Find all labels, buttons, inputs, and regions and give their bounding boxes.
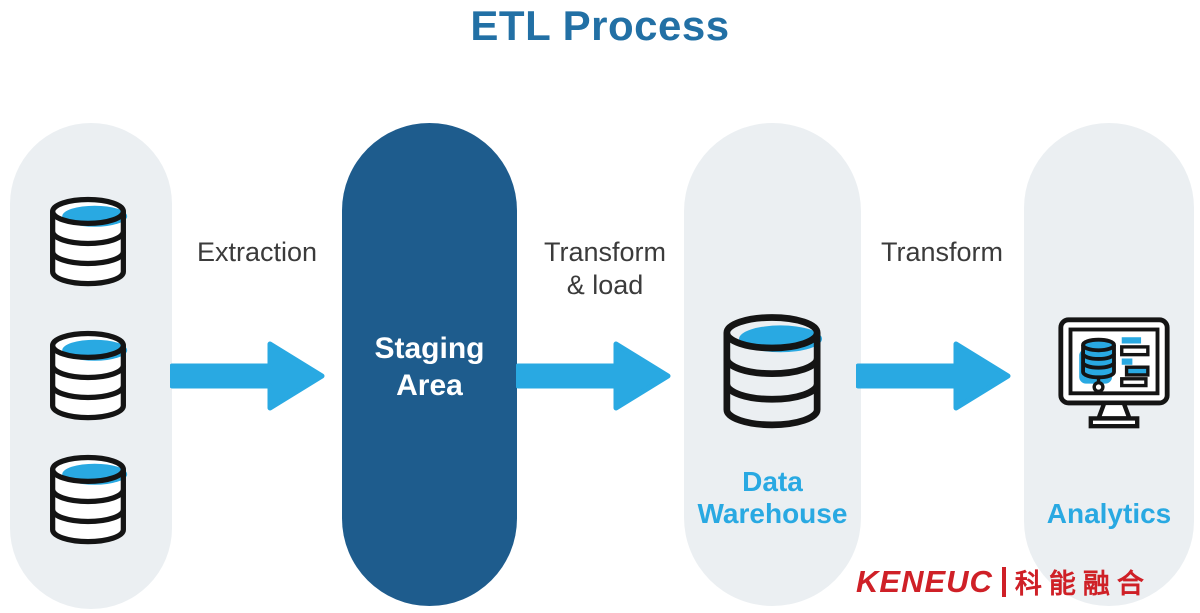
database-icon: [50, 196, 128, 287]
transform-load-label: Transform & load: [543, 237, 666, 300]
transform-label: Transform: [880, 237, 1003, 267]
database-icon: [50, 330, 128, 421]
extraction-label: Extraction: [196, 237, 318, 267]
staging-area-label: Staging Area: [374, 332, 485, 402]
brand-logo: KENEUC 科能融合: [856, 562, 1151, 601]
flow-arrow: [170, 341, 325, 411]
database-icon: [723, 314, 823, 429]
analytics-label: Analytics: [1046, 498, 1172, 529]
brand-logo-chinese: 科能融合: [1014, 569, 1151, 599]
staging-area-pill: [342, 123, 517, 606]
brand-logo-divider: [1001, 566, 1006, 597]
brand-logo-latin: KENEUC: [856, 563, 993, 599]
database-icon: [50, 454, 128, 545]
flow-arrow: [516, 341, 671, 411]
analytics-monitor-icon: [1058, 317, 1170, 429]
page-title: ETL Process: [470, 2, 730, 49]
data-warehouse-label: Data Warehouse: [697, 466, 848, 530]
flow-arrow: [856, 341, 1011, 411]
